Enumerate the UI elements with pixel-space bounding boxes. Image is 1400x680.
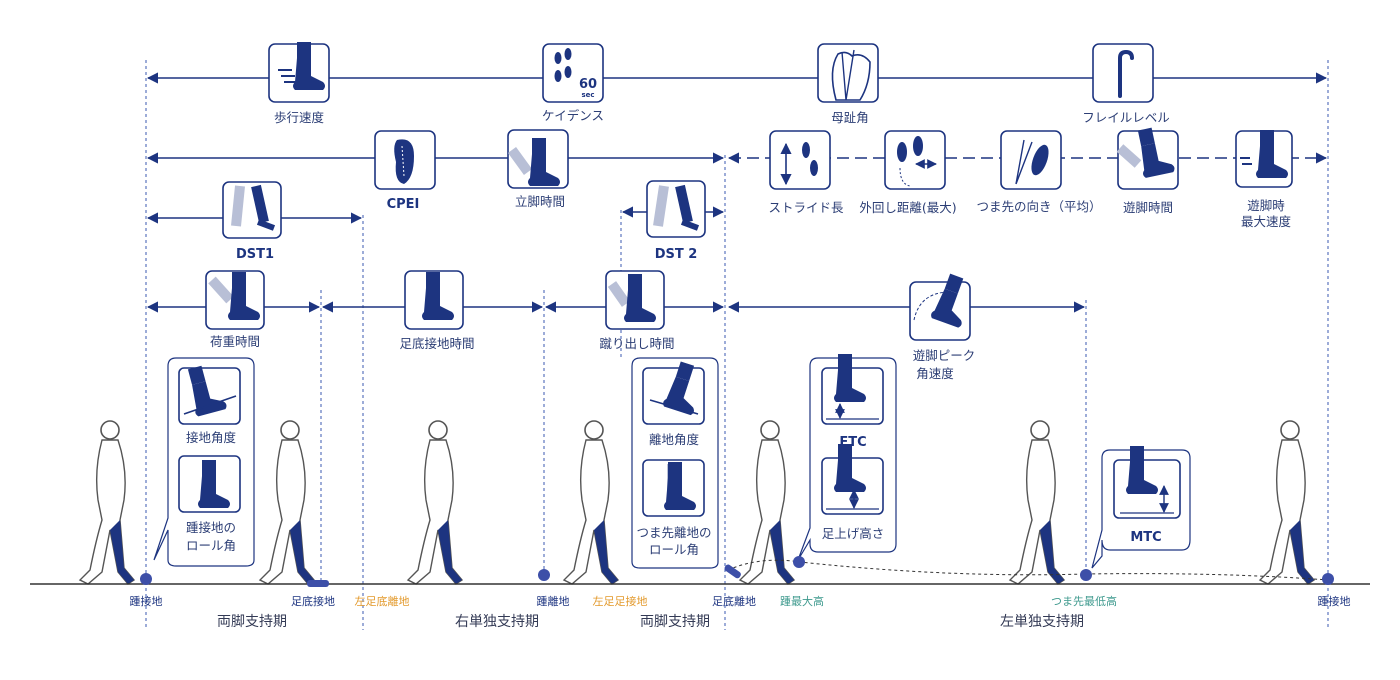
toe-off-roll-label-2: ロール角 — [649, 542, 699, 557]
circumduction-icon — [884, 130, 946, 190]
phase-left-single: 左単独支持期 — [1000, 614, 1084, 630]
callout-mtc: MTC — [1091, 446, 1191, 569]
event-toe-min: つま先最低高 — [1051, 594, 1117, 608]
event-heel-max: 踵最大高 — [780, 594, 824, 608]
event-heel-off: 踵離地 — [537, 594, 570, 608]
phase-double-2: 両脚支持期 — [640, 614, 710, 630]
toe-direction-icon — [1000, 130, 1062, 190]
cadence-badge: 60 — [579, 77, 597, 92]
hallux-angle-icon — [817, 43, 879, 103]
foot-flat-time-icon — [404, 270, 464, 330]
push-off-time-icon — [605, 270, 665, 330]
swing-peak-label-2: 角速度 — [916, 366, 954, 381]
event-markers — [140, 556, 1334, 587]
walking-speed-label: 歩行速度 — [274, 110, 325, 125]
event-left-foot-off: 左足底離地 — [355, 594, 410, 608]
strike-angle-label: 接地角度 — [186, 430, 237, 445]
mtc-label: MTC — [1130, 530, 1161, 545]
event-foot-off: 足底離地 — [712, 594, 756, 608]
event-left-foot-strike: 左足足接地 — [593, 595, 648, 608]
push-off-time-label: 蹴り出し時間 — [599, 336, 674, 351]
event-foot-flat: 足底接地 — [291, 594, 335, 608]
stance-time-label: 立脚時間 — [515, 194, 565, 209]
loading-time-label: 荷重時間 — [210, 334, 260, 349]
dst1-label: DST1 — [236, 247, 274, 262]
toe-direction-label: つま先の向き（平均） — [976, 199, 1101, 214]
callout-heel-strike: 接地角度 踵接地の ロール角 — [153, 357, 255, 567]
stride-length-icon — [769, 130, 831, 190]
swing-peak-label-1: 遊脚ピーク — [913, 348, 976, 363]
swing-max-speed-icon — [1235, 130, 1293, 188]
hallux-angle-label: 母趾角 — [831, 110, 869, 125]
off-angle-label: 離地角度 — [649, 432, 700, 447]
stride-length-label: ストライド長 — [768, 200, 844, 215]
foot-trajectory — [727, 559, 1329, 581]
swing-time-label: 遊脚時間 — [1123, 200, 1173, 215]
swing-max-speed-label-2: 最大速度 — [1241, 214, 1292, 229]
event-heel-strike: 踵接地 — [130, 594, 163, 608]
stance-time-icon — [507, 129, 569, 189]
heel-roll-label-1: 踵接地の — [186, 520, 236, 535]
swing-time-icon — [1116, 124, 1179, 190]
callout-toe-off: 離地角度 つま先離地の ロール角 — [631, 357, 719, 569]
heel-roll-label-2: ロール角 — [186, 538, 236, 553]
cadence-unit: sec — [581, 91, 594, 99]
swing-max-speed-label-1: 遊脚時 — [1247, 198, 1285, 213]
cadence-label: ケイデンス — [542, 108, 604, 123]
dst2-icon — [646, 180, 706, 238]
dst1-icon — [222, 181, 282, 239]
cadence-icon: 60 sec — [542, 43, 604, 103]
phase-right-single: 右単独支持期 — [455, 614, 539, 630]
loading-time-icon — [205, 270, 265, 330]
cpei-icon — [374, 130, 436, 190]
dst2-label: DST 2 — [655, 247, 698, 262]
frail-level-label: フレイルレベル — [1082, 110, 1170, 125]
callout-ftc: FTC 足上げ高さ — [797, 354, 897, 561]
event-heel-strike-end: 踵接地 — [1318, 594, 1351, 608]
phase-double-1: 両脚支持期 — [217, 614, 287, 630]
foot-lift-label: 足上げ高さ — [822, 526, 885, 541]
toe-off-roll-label-1: つま先離地の — [636, 525, 711, 540]
cpei-label: CPEI — [387, 197, 420, 212]
swing-peak-icon — [909, 272, 977, 341]
foot-flat-time-label: 足底接地時間 — [399, 336, 474, 351]
walking-speed-icon — [268, 42, 330, 103]
circumduction-label: 外回し距離(最大) — [859, 200, 956, 215]
cane-icon — [1092, 43, 1154, 103]
